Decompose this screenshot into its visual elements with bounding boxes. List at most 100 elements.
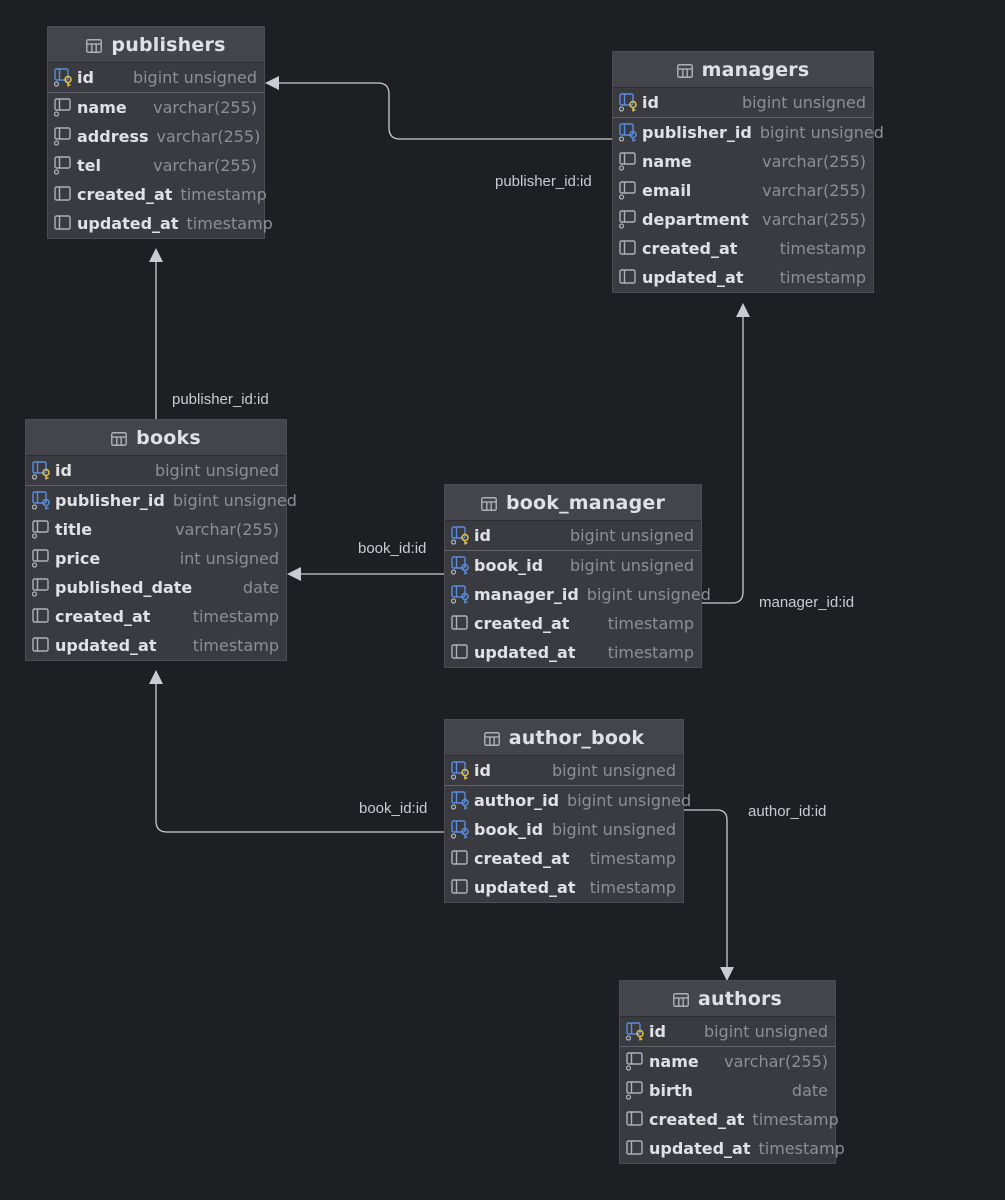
table-header-publishers[interactable]: publishers [48, 27, 264, 63]
table-header-books[interactable]: books [26, 420, 286, 456]
column-name: tel [77, 156, 101, 175]
column-type: timestamp [589, 878, 676, 897]
column-name: manager_id [474, 585, 579, 604]
column-type: bigint unsigned [569, 526, 694, 545]
column-type: bigint unsigned [551, 761, 676, 780]
column-type: timestamp [752, 1110, 839, 1129]
edge-author-book-authors[interactable] [684, 809, 734, 981]
column-name: updated_at [55, 636, 157, 655]
column-row-managers-updated-at[interactable]: updated_at timestamp [613, 263, 873, 292]
table-name: author_book [508, 726, 645, 749]
edge-label-managers-publisher: publisher_id:id [495, 173, 592, 190]
column-row-managers-department[interactable]: department varchar(255) [613, 205, 873, 234]
column-icon [619, 239, 639, 258]
column-row-managers-name[interactable]: name varchar(255) [613, 147, 873, 176]
column-name: created_at [55, 607, 151, 626]
column-type: varchar(255) [762, 210, 866, 229]
column-row-book-manager-id[interactable]: id bigint unsigned [445, 521, 701, 551]
column-name: id [474, 526, 491, 545]
column-type: bigint unsigned [759, 123, 884, 142]
table-name: publishers [111, 33, 226, 56]
edge-label-books-publisher: publisher_id:id [172, 391, 269, 408]
column-name: id [649, 1022, 666, 1041]
column-name: created_at [642, 239, 738, 258]
column-name: id [55, 461, 72, 480]
column-icon [32, 607, 52, 626]
table-icon [86, 38, 103, 53]
table-name: managers [701, 58, 810, 81]
table-name: books [136, 426, 201, 449]
foreign-key-icon [450, 585, 471, 604]
edge-label-author-book-author: author_id:id [748, 803, 827, 820]
column-type: bigint unsigned [741, 93, 866, 112]
column-type: varchar(255) [762, 152, 866, 171]
table-icon [483, 731, 500, 746]
column-name: created_at [77, 185, 173, 204]
table-name: book_manager [505, 491, 666, 514]
column-icon [451, 849, 471, 868]
column-row-publishers-id[interactable]: id bigint unsigned [48, 63, 264, 93]
column-notnull-icon [618, 210, 639, 229]
table-icon [111, 431, 128, 446]
column-type: timestamp [779, 268, 866, 287]
table-header-authors[interactable]: authors [620, 981, 835, 1017]
column-name: author_id [474, 791, 560, 810]
foreign-key-icon [31, 491, 52, 510]
column-name: department [642, 210, 749, 229]
column-notnull-icon [625, 1052, 646, 1071]
column-name: id [77, 68, 94, 87]
column-name: created_at [474, 849, 570, 868]
table-header-managers[interactable]: managers [613, 52, 873, 88]
edge-book-manager-managers[interactable] [702, 303, 750, 604]
column-name: name [642, 152, 692, 171]
table-icon [481, 496, 497, 511]
table-header-author-book[interactable]: author_book [445, 720, 683, 756]
edge-label-author-book-book: book_id:id [359, 800, 428, 817]
column-notnull-icon [618, 152, 639, 171]
column-type: bigint unsigned [132, 68, 257, 87]
primary-key-icon [625, 1022, 646, 1041]
column-row-managers-created-at[interactable]: created_at timestamp [613, 234, 873, 263]
column-type: timestamp [779, 239, 866, 258]
edge-managers-publishers[interactable] [265, 76, 612, 140]
column-name: updated_at [642, 268, 744, 287]
table-icon [673, 992, 689, 1007]
column-type: int unsigned [179, 549, 279, 568]
table-header-book-manager[interactable]: book_manager [445, 485, 701, 521]
